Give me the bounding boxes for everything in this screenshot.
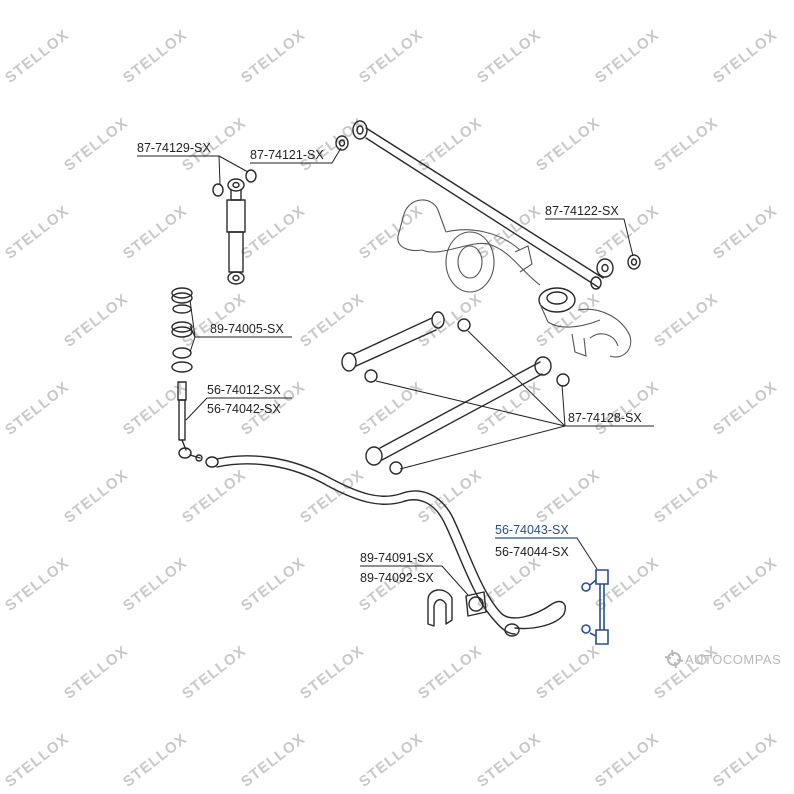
watermark-text: STELLOX (474, 730, 544, 790)
label-56-74012[interactable]: 56-74012-SX (207, 383, 281, 397)
watermark-text: STELLOX (297, 642, 367, 702)
watermark-text: STELLOX (120, 26, 190, 86)
label-56-74044[interactable]: 56-74044-SX (495, 545, 569, 559)
lower-arm-upper (341, 311, 471, 383)
watermark-text: STELLOX (120, 730, 190, 790)
label-87-74121[interactable]: 87-74121-SX (250, 148, 324, 162)
watermark-text: STELLOX (533, 290, 603, 350)
watermark-text: STELLOX (710, 730, 780, 790)
stabilizer-link-left (177, 381, 203, 462)
watermark-text: STELLOX (61, 290, 131, 350)
watermark-text: STELLOX (415, 466, 485, 526)
watermark-text: STELLOX (592, 378, 662, 438)
label-87-74122[interactable]: 87-74122-SX (545, 204, 619, 218)
watermark-text: STELLOX (179, 290, 249, 350)
autocompas-logo: AUTOCOMPAS (664, 649, 781, 669)
watermark-layer: STELLOX STELLOX STELLOX STELLOX STELLOX STELL… (2, 26, 780, 790)
watermark-text: STELLOX (356, 378, 426, 438)
watermark-text: STELLOX (356, 730, 426, 790)
watermark-text: STELLOX (61, 642, 131, 702)
label-87-74128[interactable]: 87-74128-SX (568, 411, 642, 425)
watermark-text: STELLOX (474, 26, 544, 86)
shock-absorber (226, 178, 246, 285)
watermark-text: STELLOX (533, 114, 603, 174)
watermark-text: STELLOX (415, 642, 485, 702)
part-labels: 87-74129-SX 87-74121-SX 87-74122-SX 89-7… (137, 141, 642, 585)
watermark-text: STELLOX (356, 202, 426, 262)
watermark-text: STELLOX (533, 466, 603, 526)
watermark-text: STELLOX (651, 114, 721, 174)
autocompas-text: AUTOCOMPAS (685, 652, 781, 667)
watermark-text: STELLOX (474, 554, 544, 614)
label-56-74042[interactable]: 56-74042-SX (207, 402, 281, 416)
watermark-text: STELLOX (61, 466, 131, 526)
watermark-text: STELLOX (651, 290, 721, 350)
watermark-text: STELLOX (651, 466, 721, 526)
watermark-text: STELLOX (297, 114, 367, 174)
watermark-text: STELLOX (179, 466, 249, 526)
leader-lines (137, 147, 654, 596)
watermark-text: STELLOX (179, 642, 249, 702)
axle-housing (397, 199, 632, 358)
label-87-74129[interactable]: 87-74129-SX (137, 141, 211, 155)
watermark-text: STELLOX (238, 26, 308, 86)
watermark-text: STELLOX (61, 114, 131, 174)
watermark-text: STELLOX (592, 26, 662, 86)
watermark-text: STELLOX (2, 378, 72, 438)
stabilizer-bushing (427, 589, 487, 627)
label-89-74092[interactable]: 89-74092-SX (360, 571, 434, 585)
lower-arm-lower (365, 356, 570, 475)
bushing-upper-arm-left (335, 135, 349, 151)
watermark-text: STELLOX (2, 202, 72, 262)
watermark-text: STELLOX (2, 554, 72, 614)
watermark-text: STELLOX (238, 554, 308, 614)
watermark-text: STELLOX (120, 554, 190, 614)
autocompas-icon (664, 649, 684, 669)
watermark-text: STELLOX (2, 730, 72, 790)
bushing-upper-arm-right (627, 254, 641, 270)
stabilizer-link-right (581, 569, 609, 645)
watermark-text: STELLOX (710, 26, 780, 86)
watermark-text: STELLOX (710, 202, 780, 262)
watermark-text: STELLOX (2, 26, 72, 86)
label-89-74091[interactable]: 89-74091-SX (360, 551, 434, 565)
watermark-text: STELLOX (710, 378, 780, 438)
shock-bushing-top (212, 169, 257, 197)
watermark-text: STELLOX (297, 290, 367, 350)
upper-long-arm (352, 120, 614, 290)
watermark-text: STELLOX (592, 730, 662, 790)
watermark-text: STELLOX (474, 378, 544, 438)
label-89-74005[interactable]: 89-74005-SX (210, 322, 284, 336)
watermark-text: STELLOX (356, 26, 426, 86)
spring-isolators (171, 287, 193, 373)
watermark-text: STELLOX (120, 378, 190, 438)
label-56-74043[interactable]: 56-74043-SX (495, 523, 569, 537)
watermark-text: STELLOX (120, 202, 190, 262)
watermark-text: STELLOX (533, 642, 603, 702)
watermark-text: STELLOX (710, 554, 780, 614)
watermark-text: STELLOX (238, 202, 308, 262)
watermark-text: STELLOX (238, 730, 308, 790)
stabilizer-bar (205, 455, 566, 637)
